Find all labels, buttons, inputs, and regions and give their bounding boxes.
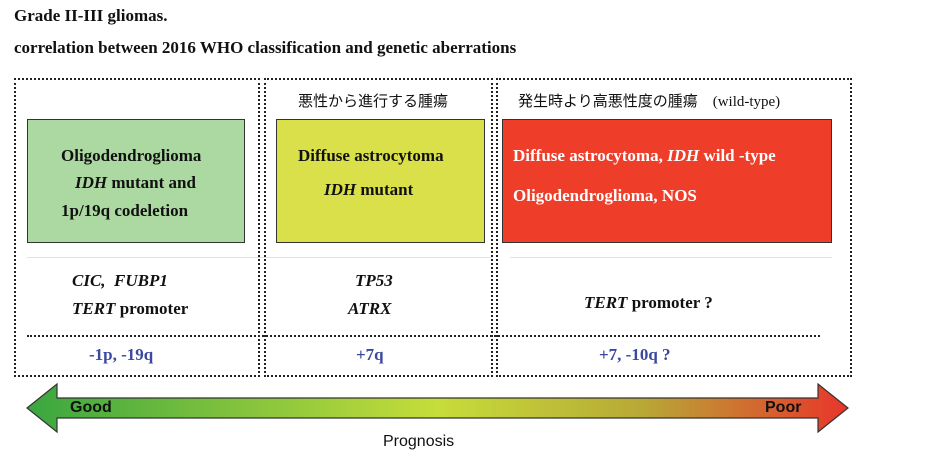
card-text: Oligodendroglioma, NOS [513,186,697,205]
gene-tp53: TP53 [355,271,393,291]
good-label: Good [70,399,112,416]
card-text: IDH mutant [324,180,413,200]
card-text: Diffuse astrocytoma, [513,146,668,165]
gene-name: TERT [72,299,116,318]
title-line-1: Grade II-III gliomas. [14,6,168,25]
gene-list: TERT promoter [72,299,188,319]
dotted-divider [27,335,820,337]
gene-name: ATRX [348,299,392,318]
gene-name: TERT [584,293,628,312]
divider [510,257,832,258]
column-header-de-novo: 発生時より高悪性度の腫瘍 (wild-type) [518,94,781,110]
card-text: wild -type [699,146,776,165]
card-text: IDH mutant and [75,173,196,193]
title-line-2: correlation between 2016 WHO classificat… [14,38,517,57]
copy-number-change: +7, -10q ? [599,345,671,364]
column-box-astrocytoma-idh-mutant [264,78,493,377]
divider [27,257,492,258]
card-text: mutant [356,180,414,199]
gene-list: CIC, FUBP1 [72,271,168,291]
prognosis-arrow [26,382,849,434]
gene-list: TERT promoter ? [584,293,713,313]
gene-name: CIC, [72,271,106,290]
card-astrocytoma-idh-mutant: Diffuse astrocytoma IDH mutant [276,119,485,243]
card-text: 1p/19q codeletion [61,201,189,220]
gene-atrx: ATRX [348,299,391,319]
gene-text: promoter [115,299,189,318]
card-text: Diffuse astrocytoma, IDH wild -type [513,146,776,166]
poor-label: Poor [765,399,802,416]
card-text: Diffuse astrocytoma [298,146,444,165]
card-wild-type: Diffuse astrocytoma, IDH wild -type Olig… [502,119,832,243]
gene-name: IDH [324,180,357,199]
card-text: mutant and [107,173,196,192]
column-box-oligodendroglioma [14,78,260,377]
column-header-progressive: 悪性から進行する腫瘍 [298,94,449,110]
copy-number-change: -1p, -19q [89,345,154,364]
card-text: Oligodendroglioma [61,146,202,165]
card-oligodendroglioma: Oligodendroglioma IDH mutant and 1p/19q … [27,119,245,243]
gene-name: IDH [667,146,700,165]
gene-name: FUBP1 [114,271,168,290]
gene-text: promoter ? [627,293,713,312]
column-box-wild-type [496,78,852,377]
gene-name: TP53 [355,271,393,290]
copy-number-change: +7q [356,345,384,364]
prognosis-label: Prognosis [383,433,455,450]
gene-name: IDH [75,173,108,192]
